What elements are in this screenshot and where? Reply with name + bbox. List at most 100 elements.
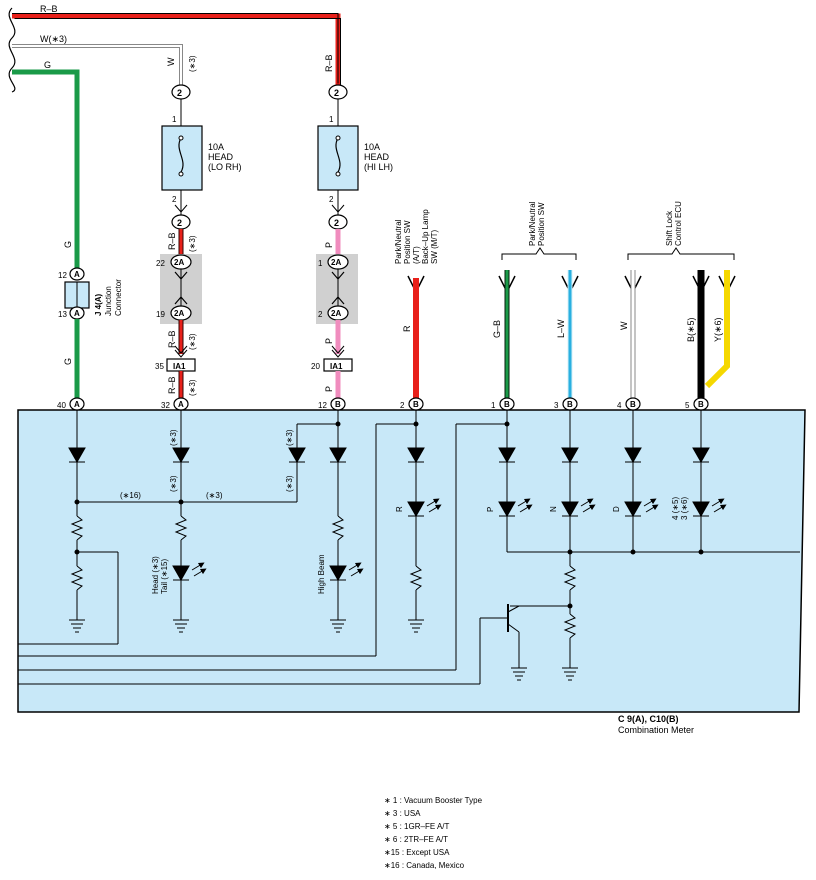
wire-label-rb-mid: R–B	[167, 232, 177, 250]
wire-label-rb-top: R–B	[40, 4, 58, 14]
fuse-hi-lh-branch: R–B 2 1 10A HEAD (HI LH) 2 2 P 1 2A 2 2A…	[311, 54, 393, 398]
fuse-rh-name: HEAD	[208, 152, 234, 162]
indicator-3: 3 (∗6)	[680, 497, 689, 520]
svg-text:A: A	[74, 400, 80, 409]
wire-label-r: R	[402, 325, 412, 332]
wire-label-rb-end: R–B	[167, 376, 177, 394]
pin-20: 20	[311, 362, 320, 371]
note-3-bus: (∗3)	[206, 491, 223, 500]
indicator-4: 4 (∗5)	[671, 497, 680, 520]
fuse-lh-sub: (HI LH)	[364, 162, 393, 172]
svg-text:B: B	[630, 400, 636, 409]
park-switch-label-5: SW (M/T)	[430, 229, 439, 264]
svg-text:B: B	[413, 400, 419, 409]
pin-13-j4: 13	[58, 310, 67, 319]
wire-label-rb-mid-note: (∗3)	[188, 235, 197, 252]
connector-2a-top-rh-label: 2A	[174, 258, 184, 267]
connector-2a-bot-rh-label: 2A	[174, 309, 184, 318]
high-beam-label: High Beam	[317, 554, 326, 594]
meter-pin-12-num: 12	[318, 401, 327, 410]
fuse-rh-amp: 10A	[208, 142, 224, 152]
svg-text:B: B	[504, 400, 510, 409]
pin-19: 19	[156, 310, 165, 319]
wire-label-w3-top: W(∗3)	[40, 34, 67, 44]
wire-label-rb-lh: R–B	[324, 54, 334, 72]
svg-text:A: A	[74, 270, 80, 279]
note-16: (∗16)	[120, 491, 141, 500]
meter-labels: (∗16) (∗3) (∗3) (∗3) (∗3) (∗3) Head (∗3)…	[120, 429, 689, 594]
pin-22: 22	[156, 259, 165, 268]
connector-2a-top-lh-label: 2A	[331, 258, 341, 267]
park-switch-branch: Park/Neutral Position SW (A/T) Back–Up L…	[394, 209, 439, 398]
connector-2-top-rh-label: 2	[177, 88, 182, 98]
park-switch-label-3: (A/T)	[412, 246, 421, 264]
meter-circuit	[18, 410, 800, 685]
indicator-d: D	[612, 506, 621, 512]
pin-35: 35	[155, 362, 164, 371]
wire-label-g-b: G	[63, 358, 73, 365]
fuse-lh-amp: 10A	[364, 142, 380, 152]
svg-text:B: B	[567, 400, 573, 409]
indicator-r: R	[395, 506, 404, 512]
fuse-lh-pin-bot: 2	[329, 195, 334, 204]
indicator-n: N	[549, 506, 558, 512]
footnote-16: ∗16 : Canada, Mexico	[384, 861, 465, 870]
fuse-lh-name: HEAD	[364, 152, 390, 162]
meter-pins: 40 A 32 A 12 B 2 B 1 B 3 B 4 B 5 B	[57, 397, 709, 411]
meter-pin-5-num: 5	[685, 401, 690, 410]
wire-label-y6: Y(∗6)	[713, 317, 723, 342]
wire-label-rb-low: R–B	[167, 330, 177, 348]
connector-2-bot-rh-label: 2	[177, 218, 182, 228]
meter-pin-4-num: 4	[617, 401, 622, 410]
pin-1-lh: 1	[318, 259, 323, 268]
shift-lock-branch: Shift Lock Control ECU W B(∗5) Y(∗6)	[619, 201, 736, 398]
junction-code: J 4(A)	[94, 293, 103, 316]
wire-label-lw: L–W	[556, 319, 566, 338]
wire-label-g-a: G	[63, 241, 73, 248]
pin-12-j4: 12	[58, 271, 67, 280]
meter-body	[17, 409, 806, 713]
note-3-col297-top: (∗3)	[285, 429, 294, 446]
wire-label-p-low: P	[324, 338, 334, 344]
meter-pin-2-num: 2	[400, 401, 405, 410]
fuse-lh-pin-top: 1	[329, 115, 334, 124]
park-neutral-branch: Park/Neutral Position SW G–B L–W	[492, 201, 579, 398]
pn-label-1: Park/Neutral	[528, 201, 537, 246]
wire-label-w-note: (∗3)	[188, 55, 197, 72]
note-3-col297-mid: (∗3)	[285, 475, 294, 492]
svg-text:B: B	[698, 400, 704, 409]
footnotes: ∗ 1 : Vacuum Booster Type ∗ 3 : USA ∗ 5 …	[384, 796, 483, 870]
wire-label-p-mid: P	[324, 242, 334, 248]
footnote-5: ∗ 5 : 1GR–FE A/T	[384, 822, 450, 831]
wire-label-w-sl: W	[619, 321, 629, 330]
footnote-6: ∗ 6 : 2TR–FE A/T	[384, 835, 448, 844]
wire-label-rb-end-note: (∗3)	[188, 379, 197, 396]
wire-label-w: W	[166, 57, 176, 66]
meter-pin-40-num: 40	[57, 401, 66, 410]
wire-label-rb-low-note: (∗3)	[188, 333, 197, 350]
fuse-lo-rh-branch: W (∗3) 2 1 10A HEAD (LO RH) 2 2 R–B (∗3)…	[155, 55, 242, 398]
junction-name2: Connector	[114, 279, 123, 316]
wire-label-p-end: P	[324, 386, 334, 392]
footnote-1: ∗ 1 : Vacuum Booster Type	[384, 796, 483, 805]
junction-name1: Junction	[104, 286, 113, 316]
meter-pin-3-num: 3	[554, 401, 559, 410]
indicator-p: P	[486, 507, 495, 512]
svg-text:B: B	[335, 400, 341, 409]
wire-label-b5: B(∗5)	[686, 317, 696, 342]
park-switch-label-2: Position SW	[403, 220, 412, 264]
wire-label-g-top: G	[44, 60, 51, 70]
connector-2-bot-lh-label: 2	[334, 218, 339, 228]
connector-2a-bot-lh-label: 2A	[331, 309, 341, 318]
top-harness: R–B W(∗3) G	[8, 4, 341, 268]
park-switch-label-1: Park/Neutral	[394, 219, 403, 264]
connector-ia1-rh-label: IA1	[173, 362, 186, 371]
park-switch-label-4: Back–Up Lamp	[421, 209, 430, 264]
fuse-rh-pin-bot: 2	[172, 195, 177, 204]
connector-ia1-lh-label: IA1	[330, 362, 343, 371]
sl-label-2: Control ECU	[674, 201, 683, 246]
fuse-rh-pin-top: 1	[172, 115, 177, 124]
fuse-rh-sub: (LO RH)	[208, 162, 242, 172]
footnote-3: ∗ 3 : USA	[384, 809, 421, 818]
